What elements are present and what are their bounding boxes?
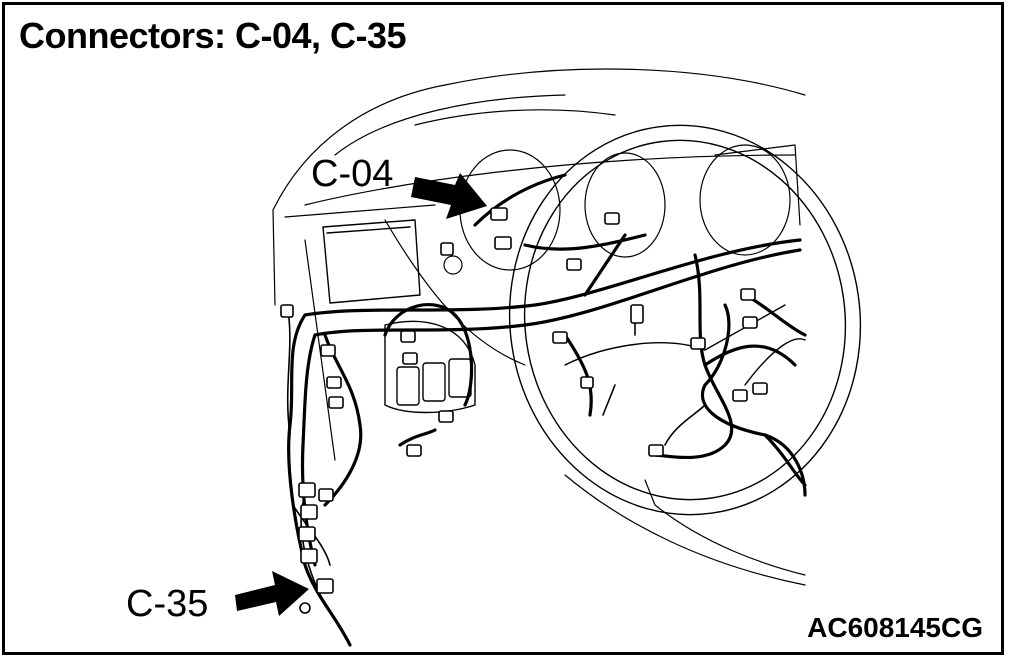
figure-code: AC608145CG xyxy=(807,612,983,643)
c35-arrow xyxy=(235,571,309,616)
connectors xyxy=(280,207,768,614)
callout-label-c04: C-04 xyxy=(311,153,394,195)
c04-arrow xyxy=(411,173,487,219)
switch-block xyxy=(384,320,476,414)
center-panel xyxy=(322,219,421,304)
page-title: Connectors: C-04, C-35 xyxy=(19,15,407,56)
callout-arrows xyxy=(235,173,487,616)
dashboard-illustration xyxy=(235,68,862,647)
steering-wheel xyxy=(508,124,862,516)
callout-label-c35: C-35 xyxy=(126,583,209,625)
dashboard-outline xyxy=(272,68,806,586)
wire-harness xyxy=(287,173,807,647)
gauge-cluster xyxy=(443,144,791,275)
